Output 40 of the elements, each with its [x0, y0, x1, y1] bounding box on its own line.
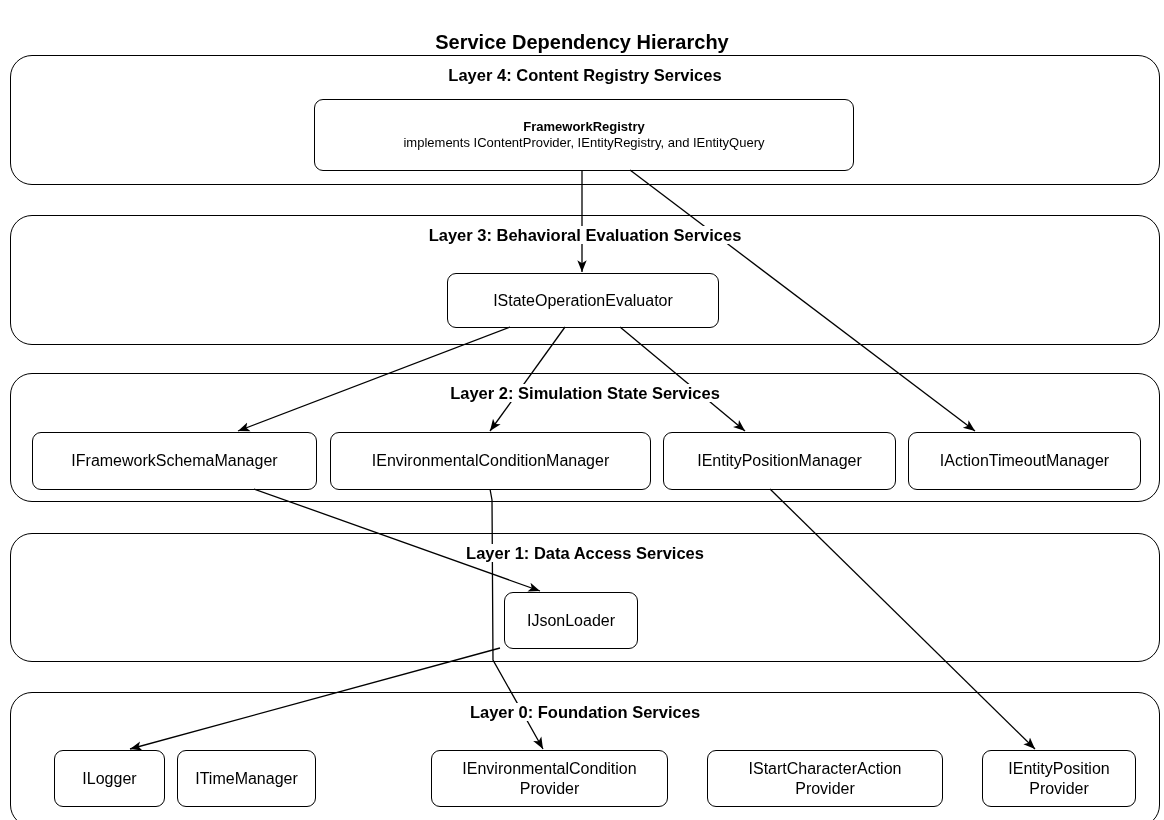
layer-heading: Layer 1: Data Access Services — [466, 544, 704, 562]
arrow — [489, 488, 544, 750]
service-box — [54, 750, 165, 807]
layer-heading: Layer 0: Foundation Services — [469, 703, 701, 721]
arrow — [253, 488, 541, 592]
service-box — [32, 432, 317, 490]
service-name: ILogger — [82, 768, 137, 789]
service-box — [504, 592, 638, 649]
layer-band — [10, 373, 1160, 502]
diagram-title: Service Dependency Hierarchy — [434, 31, 730, 54]
layer-heading: Layer 4: Content Registry Services — [448, 66, 722, 84]
service-name: IFrameworkSchemaManager — [71, 451, 278, 471]
layer-band — [10, 533, 1160, 662]
service-name: IEntityPositionManager — [697, 451, 862, 471]
service-box — [447, 273, 719, 328]
service-name: IEntityPosition Provider — [1007, 759, 1111, 798]
class-name: FrameworkRegistry — [523, 119, 645, 135]
service-box — [330, 432, 651, 490]
arrow — [129, 647, 501, 751]
service-name: IStartCharacterAction Provider — [747, 759, 903, 798]
layer-band — [10, 215, 1160, 345]
service-name: IJsonLoader — [526, 610, 616, 631]
service-box — [707, 750, 943, 807]
service-box — [908, 432, 1141, 490]
layer-heading: Layer 3: Behavioral Evaluation Services — [428, 226, 742, 244]
service-box — [177, 750, 316, 807]
service-box — [431, 750, 668, 807]
service-name: IEnvironmentalCondition Provider — [461, 759, 638, 798]
service-name: IStateOperationEvaluator — [493, 290, 673, 311]
service-box — [982, 750, 1136, 807]
service-name: IActionTimeoutManager — [939, 451, 1110, 471]
service-box — [663, 432, 896, 490]
class-description: implements IContentProvider, IEntityRegistry, and IEntityQuery — [403, 135, 765, 151]
service-name: IEnvironmentalConditionManager — [371, 451, 610, 471]
service-name: ITimeManager — [195, 768, 298, 789]
arrow — [769, 488, 1036, 750]
layer-heading: Layer 2: Simulation State Services — [450, 384, 720, 402]
arrow — [629, 169, 976, 432]
layer-band — [10, 55, 1160, 185]
service-box — [314, 99, 854, 171]
